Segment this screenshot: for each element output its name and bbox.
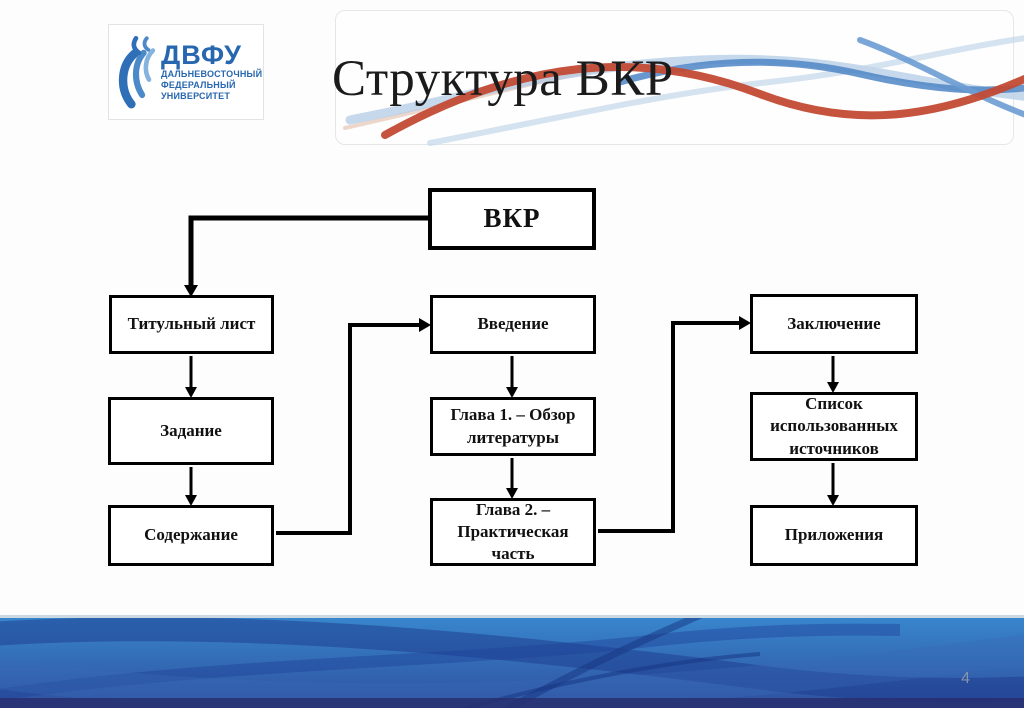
- node-glava-2: Глава 2. – Практическая часть: [430, 498, 596, 566]
- footer-wave-decoration: 4: [0, 618, 1024, 708]
- node-vkr: ВКР: [428, 188, 596, 250]
- logo-line-3: УНИВЕРСИТЕТ: [161, 90, 231, 101]
- dvfu-logo-text: ДВФУ ДАЛЬНЕВОСТОЧНЫЙ ФЕДЕРАЛЬНЫЙ УНИВЕРС…: [161, 42, 263, 102]
- node-zaklyuchenie: Заключение: [750, 294, 918, 354]
- logo-acronym: ДВФУ: [161, 40, 242, 71]
- node-prilozheniya: Приложения: [750, 505, 918, 566]
- page-title: Структура ВКР: [332, 51, 674, 107]
- node-soderzhanie: Содержание: [108, 505, 274, 566]
- node-glava-1: Глава 1. – Обзор литературы: [430, 397, 596, 456]
- node-vvedenie: Введение: [430, 295, 596, 354]
- page-number: 4: [961, 670, 970, 687]
- logo-line-1: ДАЛЬНЕВОСТОЧНЫЙ: [161, 69, 263, 80]
- node-zadanie: Задание: [108, 397, 274, 465]
- dvfu-logo-icon: [118, 35, 156, 109]
- node-titulny-list: Титульный лист: [109, 295, 274, 354]
- logo-line-2: ФЕДЕРАЛЬНЫЙ: [161, 80, 236, 91]
- footer-separator-line: [0, 615, 1024, 618]
- dvfu-logo: ДВФУ ДАЛЬНЕВОСТОЧНЫЙ ФЕДЕРАЛЬНЫЙ УНИВЕРС…: [108, 24, 264, 120]
- node-spisok-istochnikov: Список использованных источников: [750, 392, 918, 461]
